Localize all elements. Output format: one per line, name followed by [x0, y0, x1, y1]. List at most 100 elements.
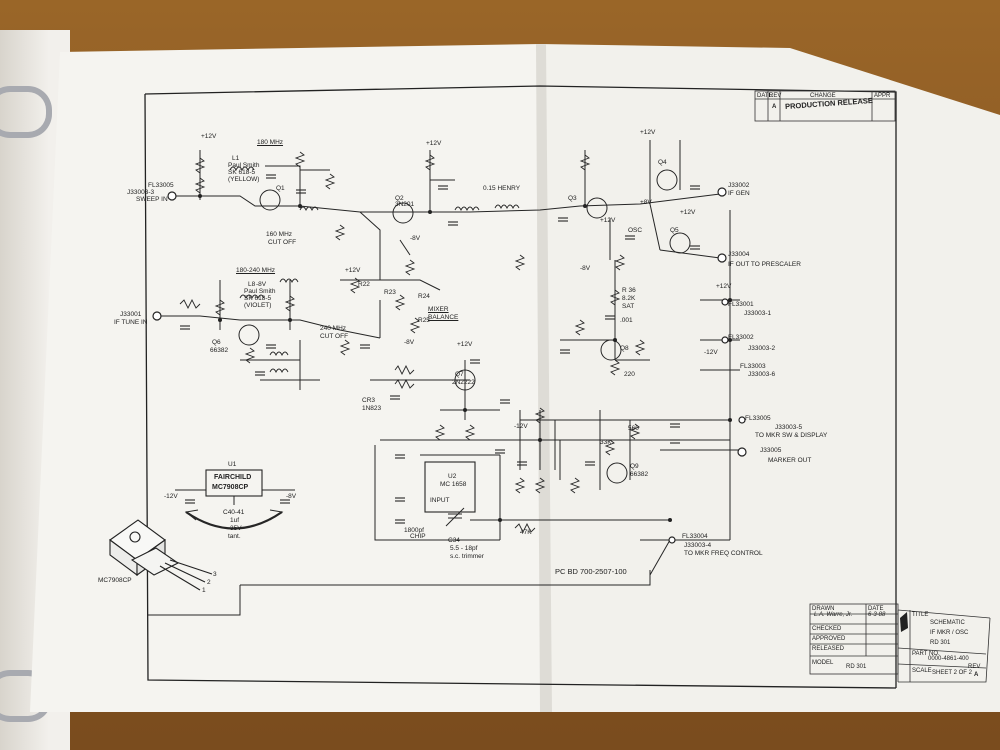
- r24-ref: R24: [418, 293, 430, 300]
- supply-p12-2: +12V: [426, 140, 442, 147]
- tb-title-1: SCHEMATIC: [930, 620, 965, 626]
- binder-ring-top: [0, 86, 52, 138]
- l8-part-2: SK 618-5: [244, 295, 272, 302]
- q3-symbol: [586, 197, 608, 219]
- prescaler-ref: J33004: [728, 251, 750, 258]
- rev-header-change: CHANGE: [810, 93, 836, 99]
- q4-symbol: [656, 169, 678, 191]
- label-filter-160-cutoff: CUT OFF: [268, 239, 297, 246]
- j-2-ref: J33003-2: [748, 345, 776, 352]
- q5-label: Q5: [670, 227, 679, 234]
- rev-value: A: [772, 104, 777, 110]
- supply-p8-1: +8V: [640, 199, 652, 206]
- supply-n8-2: -8V: [580, 265, 591, 272]
- u1-ref: U1: [228, 461, 237, 468]
- revision-block: [754, 90, 896, 122]
- label-pc-board: PC BD 700-2507-100: [555, 567, 627, 576]
- marker-out-ref: J33005: [760, 447, 782, 454]
- q1-symbol: [259, 189, 281, 211]
- q6-part: 66382: [210, 347, 229, 354]
- if-gen-label: IF GEN: [728, 190, 750, 197]
- tb-scale-label: SCALE: [912, 668, 932, 674]
- logo-mark: [900, 612, 908, 632]
- osc-label: OSC: [628, 227, 643, 234]
- junction-dots: [198, 194, 732, 522]
- if-tune-in-label: IF TUNE IN: [114, 319, 148, 326]
- mkr-sw-ref: J33003-5: [775, 424, 803, 431]
- coil-label: 0.15 HENRY: [483, 185, 521, 192]
- tb-drawn-label: DRAWN: [812, 606, 835, 612]
- j-1-ref: J33003-1: [744, 310, 772, 317]
- c34-ref: C34: [448, 537, 460, 544]
- resistors: [179, 151, 646, 534]
- cr3-part: 1N823: [362, 405, 382, 412]
- if-tune-in-ref: J33001: [120, 311, 142, 318]
- q7-label: Q7: [455, 371, 464, 378]
- c43-value: 1800pf: [404, 527, 424, 534]
- paper-fold-shadow: [536, 44, 552, 712]
- r39-value: 220: [624, 371, 635, 378]
- r22-ref: R22: [358, 281, 370, 288]
- u2-ref: U2: [448, 473, 457, 480]
- supply-p12-8: +12V: [716, 283, 732, 290]
- l8-part: Paul Smith: [244, 288, 276, 295]
- r33-value: 47K: [520, 529, 532, 536]
- q4-label: Q4: [658, 159, 667, 166]
- j-6-ref: J33003-6: [748, 371, 776, 378]
- supply-n12-2: -12V: [704, 349, 718, 356]
- l8-part-3: (VIOLET): [244, 302, 272, 309]
- tb-approved-label: APPROVED: [812, 636, 846, 642]
- r23-ref: R23: [384, 289, 396, 296]
- freq-ctl-ref: J33003-4: [684, 542, 712, 549]
- supply-n12-1: -12V: [514, 423, 528, 430]
- u1-cap-value: 1uf: [230, 517, 240, 524]
- tb-title-label: TITLE: [912, 612, 929, 618]
- prescaler-label: IF OUT TO PRESCALER: [728, 261, 801, 268]
- l1-part-2: SK 618-5: [228, 169, 256, 176]
- q8-label: Q8: [620, 345, 629, 352]
- label-trimmer-value: 5.5 - 18pf: [450, 545, 478, 552]
- trimmer-symbol: [445, 507, 465, 527]
- q9-symbol: [606, 462, 628, 484]
- freq-ctl-label: TO MKR FREQ CONTROL: [684, 550, 763, 557]
- r41-value: 560: [628, 425, 639, 432]
- q1-label: Q1: [276, 185, 285, 192]
- label-chip: CHIP: [410, 533, 426, 540]
- tb-drawn-by: L.A. Warre, Jr.: [814, 612, 853, 618]
- tb-part-no-label: PART NO.: [912, 651, 940, 657]
- cr3-ref: CR3: [362, 397, 376, 404]
- label-osc-180-240: 180-240 MHz: [236, 267, 276, 274]
- supply-p12-5: +12V: [640, 129, 656, 136]
- q5-symbol: [669, 232, 691, 254]
- q6-label: Q6: [212, 339, 221, 346]
- sweep-in-label: SWEEP IN: [136, 196, 168, 203]
- u2-part: MC 1658: [440, 481, 467, 488]
- package-pin-1: 1: [202, 587, 206, 594]
- fl-5-ref: FL33005: [745, 415, 771, 422]
- mkr-sw-label: TO MKR SW & DISPLAY: [755, 432, 828, 439]
- supply-p12-3: +12V: [457, 341, 473, 348]
- marker-out-label: MARKER OUT: [768, 457, 812, 464]
- r25-ref: R25: [418, 317, 430, 324]
- paper-left: [30, 44, 548, 712]
- fl-3-ref: FL33003: [740, 363, 766, 370]
- rev-header-rev: REV: [769, 93, 782, 99]
- tb-title-2: IF MKR / OSC: [930, 630, 969, 636]
- supply-p12-7: +12V: [680, 209, 696, 216]
- q2-part: 3N201: [395, 201, 415, 208]
- label-filter-160: 160 MHz: [266, 231, 293, 238]
- supply-n8-3: -8V: [404, 339, 415, 346]
- q2-symbol: [392, 202, 414, 224]
- tb-date-label: DATE: [868, 606, 884, 612]
- regulator-wires: [175, 489, 295, 530]
- package-pin-3: 3: [213, 571, 217, 578]
- u1-cap-ref: C40-41: [223, 509, 245, 516]
- capacitors: [180, 174, 700, 524]
- tb-sheet: SHEET 2 OF 2: [932, 670, 972, 676]
- sat-label: SAT: [622, 303, 635, 310]
- r36-value: 8.2K: [622, 295, 636, 302]
- u1-part: MC7908CP: [212, 484, 249, 491]
- q7-symbol: [454, 369, 476, 391]
- label-filter-240-cutoff: CUT OFF: [320, 333, 349, 340]
